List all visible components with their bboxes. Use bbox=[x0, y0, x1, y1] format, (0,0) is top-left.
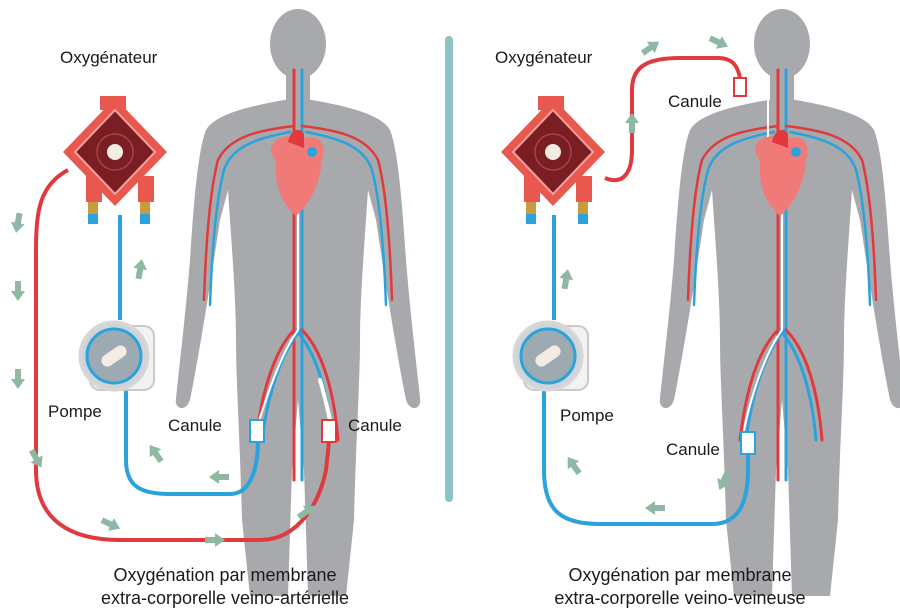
venous-cannula-label: Canule bbox=[168, 416, 222, 436]
flow-arrow-icon bbox=[562, 453, 585, 477]
caption-vv: Oxygénation par membrane extra-corporell… bbox=[470, 564, 890, 610]
flow-arrow-icon bbox=[558, 268, 575, 290]
flow-arrow-icon bbox=[205, 533, 225, 547]
pump-icon bbox=[80, 322, 154, 390]
flow-arrow-icon bbox=[625, 113, 639, 133]
pump-label: Pompe bbox=[560, 406, 614, 426]
flow-arrow-icon bbox=[132, 258, 149, 280]
caption-va-line1: Oxygénation par membrane bbox=[15, 564, 435, 587]
arterial-cannula-label: Canule bbox=[348, 416, 402, 436]
flow-arrow-icon bbox=[99, 514, 123, 535]
flow-arrow-icon bbox=[645, 501, 665, 515]
return-cannula-label: Canule bbox=[668, 92, 722, 112]
pump-label: Pompe bbox=[48, 402, 102, 422]
caption-vv-line1: Oxygénation par membrane bbox=[470, 564, 890, 587]
return-cannula bbox=[734, 78, 746, 96]
flow-arrow-icon bbox=[11, 281, 25, 301]
oxygenator-label: Oxygénateur bbox=[60, 48, 157, 68]
oxygenator-icon bbox=[63, 96, 167, 224]
venous-cannula bbox=[250, 420, 264, 442]
oxygenator-icon bbox=[501, 96, 605, 224]
pump-icon bbox=[514, 322, 588, 390]
oxygenator-label: Oxygénateur bbox=[495, 48, 592, 68]
left-panel bbox=[9, 9, 420, 596]
caption-va: Oxygénation par membrane extra-corporell… bbox=[15, 564, 435, 610]
caption-va-line2: extra-corporelle veino-artérielle bbox=[15, 587, 435, 610]
arterial-cannula bbox=[322, 420, 336, 442]
flow-arrow-icon bbox=[9, 212, 26, 234]
flow-arrow-icon bbox=[209, 470, 229, 484]
flow-arrow-icon bbox=[144, 441, 167, 465]
flow-arrow-icon bbox=[11, 369, 25, 389]
flow-arrow-icon bbox=[707, 32, 731, 53]
drain-cannula-label: Canule bbox=[666, 440, 720, 460]
flow-arrow-icon bbox=[639, 36, 663, 59]
drain-cannula bbox=[741, 432, 755, 454]
caption-vv-line2: extra-corporelle veino-veineuse bbox=[470, 587, 890, 610]
